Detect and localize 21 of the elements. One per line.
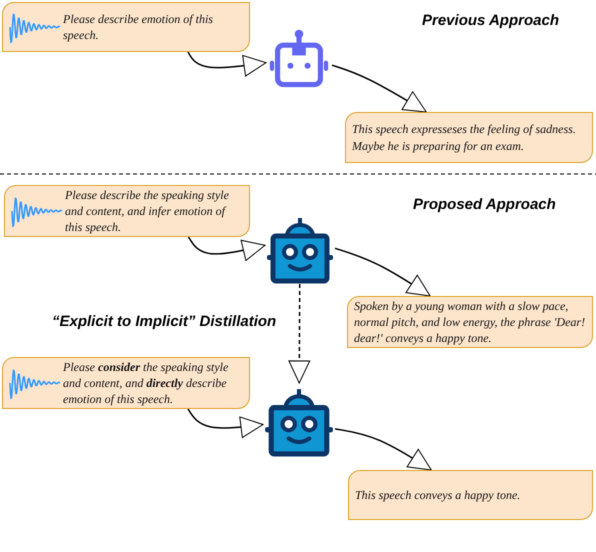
bubble-text: This speech conveys a happy tone. [355,486,520,504]
arrow [288,284,310,384]
arrow [187,52,266,77]
section-heading: Proposed Approach [413,196,556,213]
section-heading: “Explicit to Implicit” Distillation [52,313,276,330]
arrow [334,248,431,297]
arrow [334,428,432,471]
bubble-text: Please describe emotion of this speech. [63,10,214,44]
bubble-text: This speech expresseses the feeling of sadness. Maybe he is preparing for an exam. [352,121,577,154]
speech-bubble [2,357,250,409]
arrow [188,236,266,261]
section-heading: Previous Approach [422,12,559,29]
bubble-text: Please consider the speaking style and content, and directly describe emotion of this speech. [63,358,230,408]
speech-bubble [2,2,250,52]
bubble-text: Spoken by a young woman with a slow pace, normal pitch, and low energy, the phrase 'Dear! dear!' conveys a happy tone. [354,298,586,346]
speech-bubble [4,185,250,237]
speech-bubble [348,470,593,520]
speech-bubble [345,112,593,163]
arrow [187,408,264,438]
arrow [332,64,427,113]
bubble-text: Please describe the speaking style and content, and infer emotion of this speech. [65,186,230,236]
